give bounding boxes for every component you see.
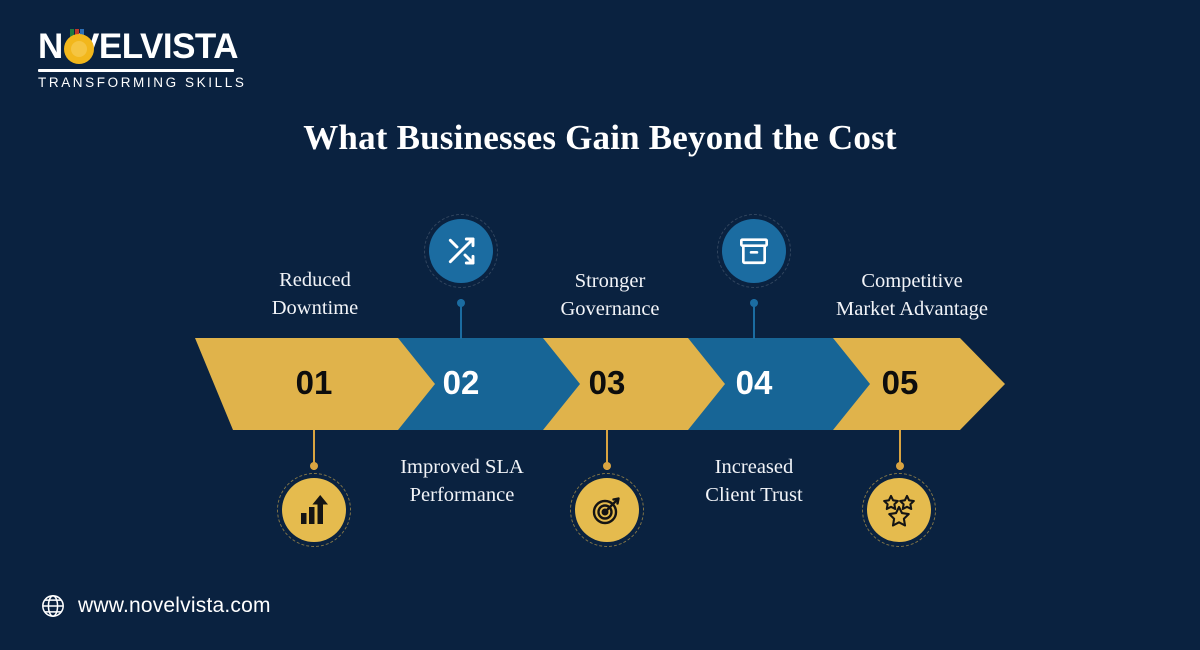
connector-5 <box>896 430 904 470</box>
connector-dot-3 <box>603 462 611 470</box>
chevron-step-3 <box>543 338 727 430</box>
step-label-5-line1: Competitive <box>861 270 963 292</box>
brand-logo: N VELVISTA TRANSFORMING SKILLS <box>38 27 244 90</box>
brand-divider <box>38 69 234 72</box>
footer: www.novelvista.com <box>40 593 271 619</box>
page-title: What Businesses Gain Beyond the Cost <box>303 118 897 157</box>
step-icon-4 <box>717 214 791 288</box>
chevron-number-5: 05 <box>881 364 919 401</box>
step-label-2-line1: Improved SLA <box>400 456 524 478</box>
connector-dot-1 <box>310 462 318 470</box>
chevron-step-4 <box>688 338 872 430</box>
chevron-step-2 <box>398 338 582 430</box>
chevron-number-4: 04 <box>735 364 773 401</box>
dashed-ring-5 <box>862 473 936 547</box>
connector-dot-2 <box>457 299 465 307</box>
chevron-number-1: 01 <box>295 364 333 401</box>
brand-name-part2: VELVISTA <box>76 27 238 66</box>
step-label-1-line2: Downtime <box>271 297 359 319</box>
globe-icon <box>42 595 64 617</box>
dashed-ring-4 <box>717 214 791 288</box>
step-icon-1 <box>277 473 351 547</box>
step-icon-3 <box>570 473 644 547</box>
chevron-number-2: 02 <box>442 364 480 401</box>
step-label-5-line2: Market Advantage <box>836 298 988 320</box>
chevron-number-3: 03 <box>588 364 626 401</box>
dashed-ring-1 <box>277 473 351 547</box>
brand-tagline: TRANSFORMING SKILLS <box>38 75 247 90</box>
step-label-5: Competitive Market Advantage <box>797 267 1027 323</box>
medal-icon <box>64 29 92 62</box>
step-label-1-line1: Reduced <box>279 269 351 291</box>
brand-wordmark: N VELVISTA <box>38 27 238 67</box>
connector-3 <box>603 430 611 470</box>
step-label-3: Stronger Governance <box>495 267 725 323</box>
step-icon-2 <box>424 214 498 288</box>
connector-1 <box>310 430 318 470</box>
step-icon-5 <box>862 473 936 547</box>
chevron-band <box>195 338 1005 430</box>
step-label-2-line2: Performance <box>409 484 515 506</box>
step-label-1: Reduced Downtime <box>200 266 430 322</box>
step-label-4: Increased Client Trust <box>639 453 869 509</box>
step-label-4-line1: Increased <box>714 456 794 478</box>
step-label-2: Improved SLA Performance <box>347 453 577 509</box>
dashed-ring-3 <box>570 473 644 547</box>
footer-url[interactable]: www.novelvista.com <box>78 594 271 617</box>
connector-4 <box>750 299 758 339</box>
connector-dot-4 <box>750 299 758 307</box>
connector-2 <box>457 299 465 339</box>
step-label-3-line1: Stronger <box>574 270 646 292</box>
chevron-step-1 <box>195 338 437 430</box>
connector-dot-5 <box>896 462 904 470</box>
dashed-ring-2 <box>424 214 498 288</box>
step-label-4-line2: Client Trust <box>705 484 803 506</box>
step-label-3-line2: Governance <box>560 298 660 320</box>
chevron-step-5 <box>833 338 1005 430</box>
brand-name-part1: N <box>38 27 63 66</box>
